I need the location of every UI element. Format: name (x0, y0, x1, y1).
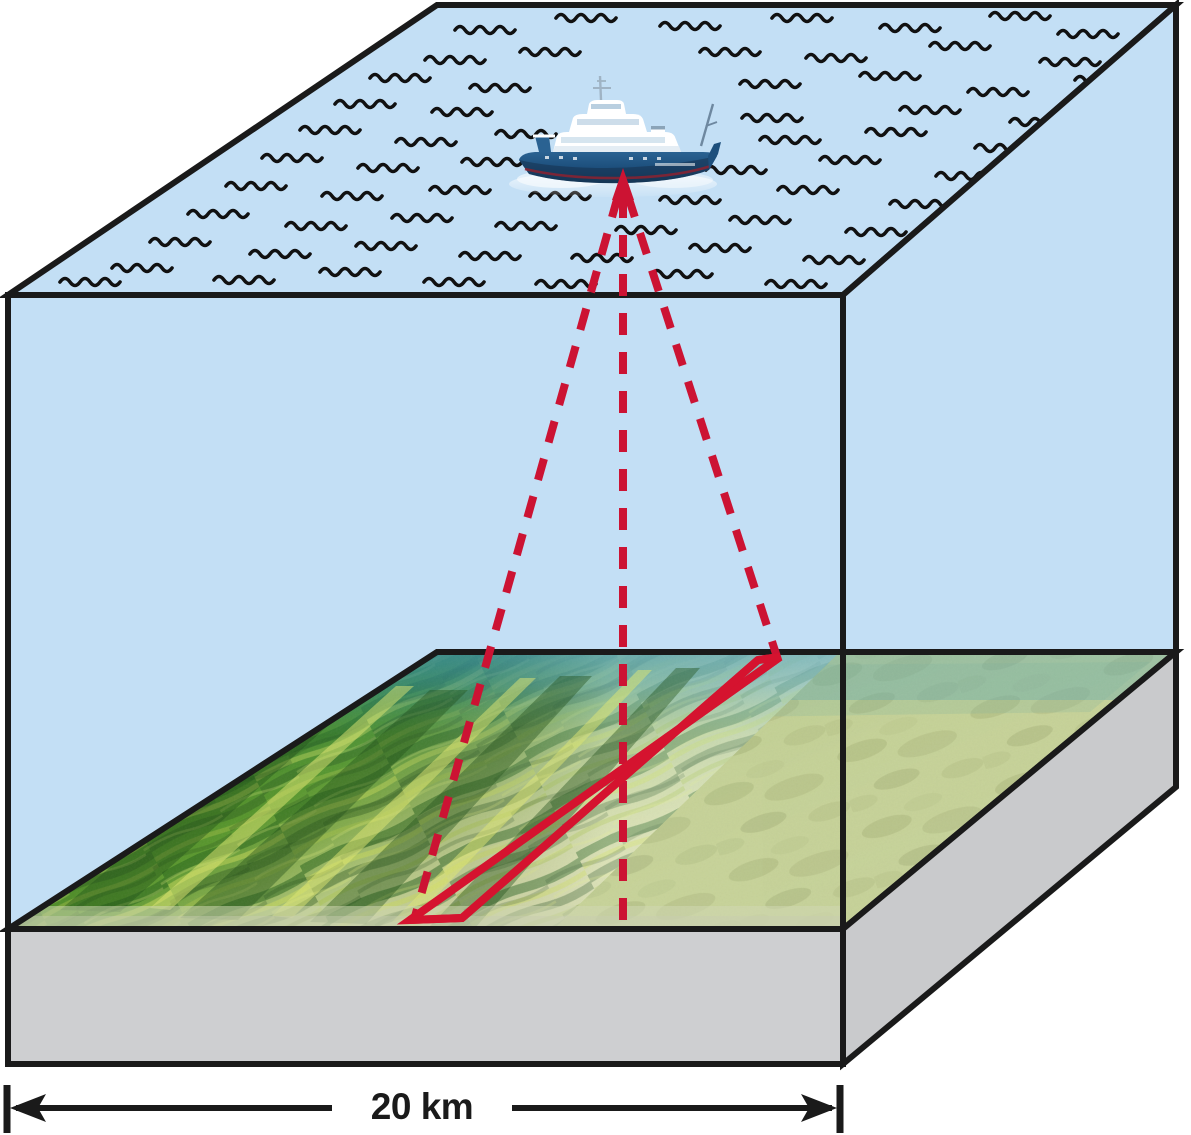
sonar-swath-footprint (396, 653, 783, 925)
research-vessel (509, 75, 721, 197)
sonar-beam-rays (410, 168, 782, 922)
crust-slab (5, 645, 1179, 1071)
scale-bar-label: 20 km (332, 1087, 512, 1127)
